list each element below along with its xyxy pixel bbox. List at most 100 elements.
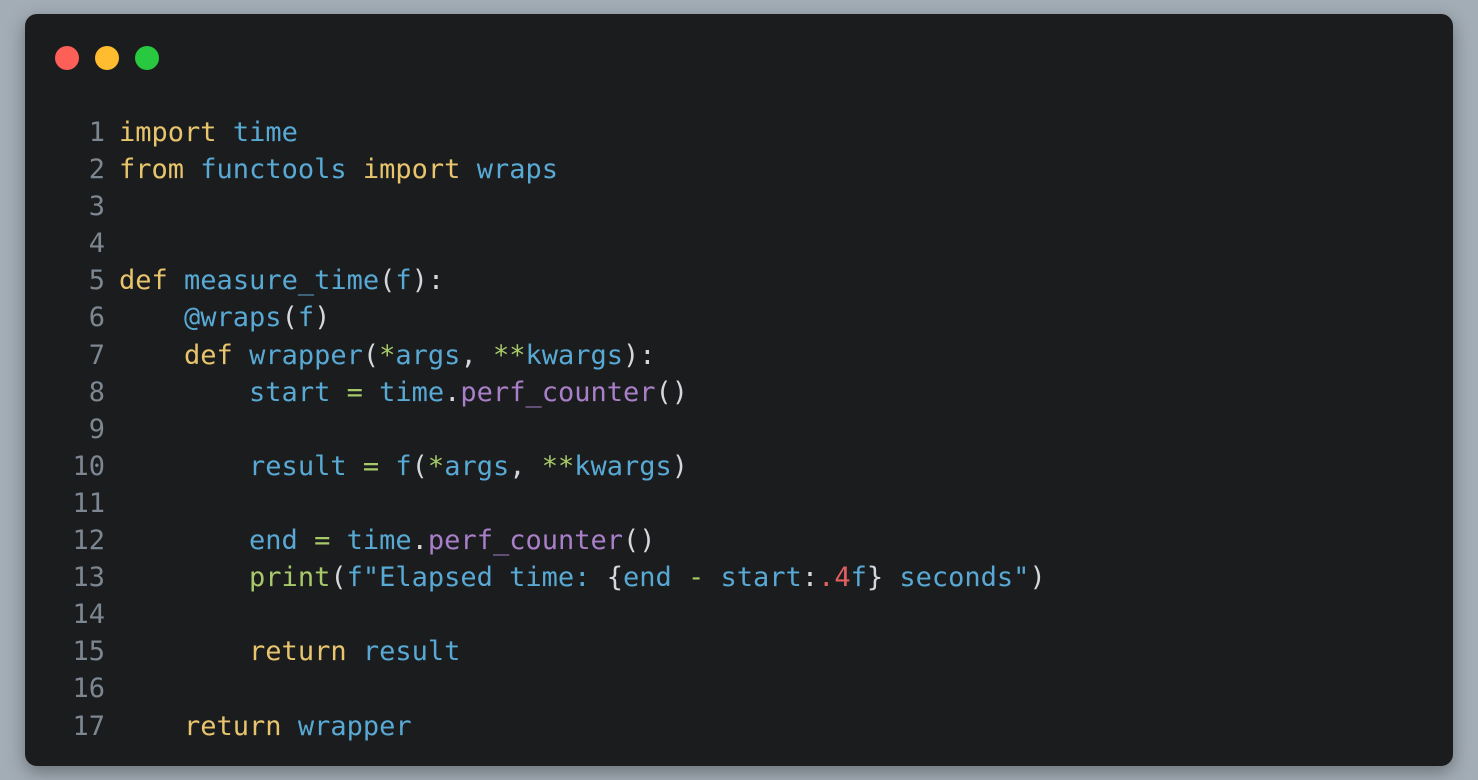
code-text: start = time.perf_counter() <box>105 374 688 411</box>
code-token <box>704 562 720 593</box>
code-token: ( <box>362 339 380 371</box>
code-token: perf_counter <box>460 376 656 408</box>
code-line: 15 return result <box>25 633 1046 670</box>
code-token <box>330 377 346 408</box>
line-number: 2 <box>88 154 105 186</box>
code-line: 13 print(f"Elapsed time: {end - start:.4… <box>25 559 1046 596</box>
code-token <box>119 302 184 333</box>
code-token: end <box>622 562 672 594</box>
line-number: 7 <box>88 339 105 371</box>
line-number: 10 <box>72 450 105 482</box>
code-token: ** <box>541 450 575 482</box>
code-text: end = time.perf_counter() <box>105 522 656 559</box>
code-token: def <box>184 339 233 371</box>
line-number: 1 <box>88 117 105 148</box>
code-token: time <box>379 376 445 408</box>
code-token: args <box>444 450 510 482</box>
code-token <box>347 451 363 482</box>
code-token: f <box>395 450 412 482</box>
code-token: perf_counter <box>427 525 623 557</box>
code-token <box>168 265 184 296</box>
code-line: 4 <box>25 225 1046 262</box>
minimize-button[interactable] <box>95 46 119 70</box>
line-number: 11 <box>72 487 105 519</box>
code-line: 7 def wrapper(*args, **kwargs): <box>25 337 1046 374</box>
code-token: print <box>249 562 331 594</box>
code-token: ( <box>281 302 298 334</box>
code-token: . <box>444 376 461 408</box>
code-token: start <box>249 376 331 408</box>
code-token <box>282 711 298 742</box>
code-token: : <box>801 562 819 594</box>
code-token: kwargs <box>525 339 624 371</box>
code-line: 14 <box>25 596 1046 633</box>
code-token: } <box>866 562 884 594</box>
code-line: 12 end = time.perf_counter() <box>25 522 1046 559</box>
code-token: * <box>427 450 445 482</box>
code-token: functools <box>200 154 347 186</box>
code-token <box>119 377 249 408</box>
code-token <box>119 525 249 556</box>
code-line: 8 start = time.perf_counter() <box>25 374 1046 411</box>
code-text: result = f(*args, **kwargs) <box>105 448 688 485</box>
line-number: 14 <box>72 599 105 631</box>
code-token <box>672 562 688 593</box>
code-text: return result <box>105 633 460 670</box>
code-token: f <box>850 562 867 594</box>
code-token: () <box>623 525 656 557</box>
close-button[interactable] <box>55 46 79 70</box>
code-token: import <box>119 117 217 148</box>
code-token <box>347 154 363 185</box>
line-number: 15 <box>72 636 105 668</box>
code-line: 10 result = f(*args, **kwargs) <box>25 448 1046 485</box>
code-text: @wraps(f) <box>105 299 330 336</box>
code-token: ): <box>623 339 656 371</box>
code-token: seconds" <box>883 562 1030 594</box>
code-token <box>233 340 249 371</box>
code-token: f <box>395 265 412 297</box>
code-token: measure_time <box>184 265 380 297</box>
code-token: = <box>362 450 380 482</box>
code-token: from <box>119 154 185 186</box>
code-line: 9 <box>25 411 1046 448</box>
code-text: return wrapper <box>105 708 412 745</box>
maximize-button[interactable] <box>135 46 159 70</box>
code-token: , <box>509 450 542 482</box>
line-number: 8 <box>88 376 105 408</box>
code-token <box>217 117 233 148</box>
code-token: kwargs <box>574 450 672 482</box>
code-token <box>460 154 476 185</box>
code-token <box>363 377 379 408</box>
code-token: f"Elapsed time: <box>346 562 607 594</box>
code-token: end <box>249 525 298 557</box>
code-token: args <box>395 339 461 371</box>
code-text: def measure_time(f): <box>105 262 444 299</box>
code-token: () <box>655 376 689 408</box>
code-token: ( <box>330 562 347 594</box>
code-token <box>119 636 249 667</box>
code-line: 11 <box>25 485 1046 522</box>
code-token: ) <box>1029 562 1046 594</box>
code-token <box>379 451 395 482</box>
code-token: return <box>184 710 282 742</box>
code-token: wrapper <box>297 710 412 742</box>
line-number: 6 <box>88 302 105 334</box>
code-token: ** <box>492 339 526 371</box>
code-token: ( <box>411 450 428 482</box>
code-token: wrapper <box>249 339 363 371</box>
code-token <box>119 711 184 742</box>
code-token <box>330 525 346 556</box>
code-token: f <box>297 302 315 334</box>
code-token: start <box>720 562 802 594</box>
line-number: 5 <box>88 265 105 297</box>
code-token <box>184 154 200 185</box>
code-token: import <box>362 154 461 186</box>
code-text: print(f"Elapsed time: {end - start:.4f} … <box>105 559 1046 596</box>
line-number: 16 <box>72 673 105 705</box>
code-token: time <box>346 525 412 557</box>
code-token: - <box>688 562 705 594</box>
